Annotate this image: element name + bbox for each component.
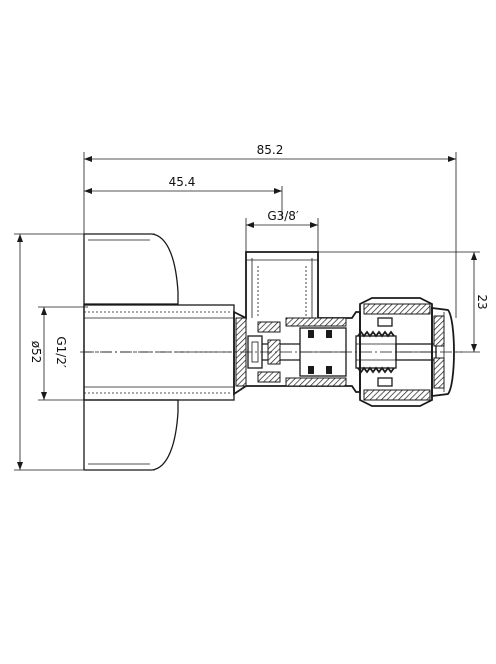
valve-body [233, 251, 361, 396]
dim-overall-length: 85.2 [83, 143, 457, 318]
dim-inlet-to-outlet: 45.4 [84, 175, 283, 218]
dim-inlet-thread: G1/2′ [38, 306, 88, 401]
dim-outlet-thread: G3/8′ [245, 209, 319, 252]
dim-label-inlet-thread: G1/2′ [54, 336, 68, 368]
dim-label-inlet-to-outlet: 45.4 [169, 175, 196, 189]
dim-label-outlet-thread: G3/8′ [267, 209, 299, 223]
dim-label-overall-length: 85.2 [257, 143, 284, 157]
dim-label-flange-diameter: ø52 [29, 341, 43, 364]
dim-label-outlet-offset: 23 [475, 294, 489, 309]
inlet-pipe [83, 304, 235, 401]
dim-outlet-offset: 23 [318, 251, 489, 353]
